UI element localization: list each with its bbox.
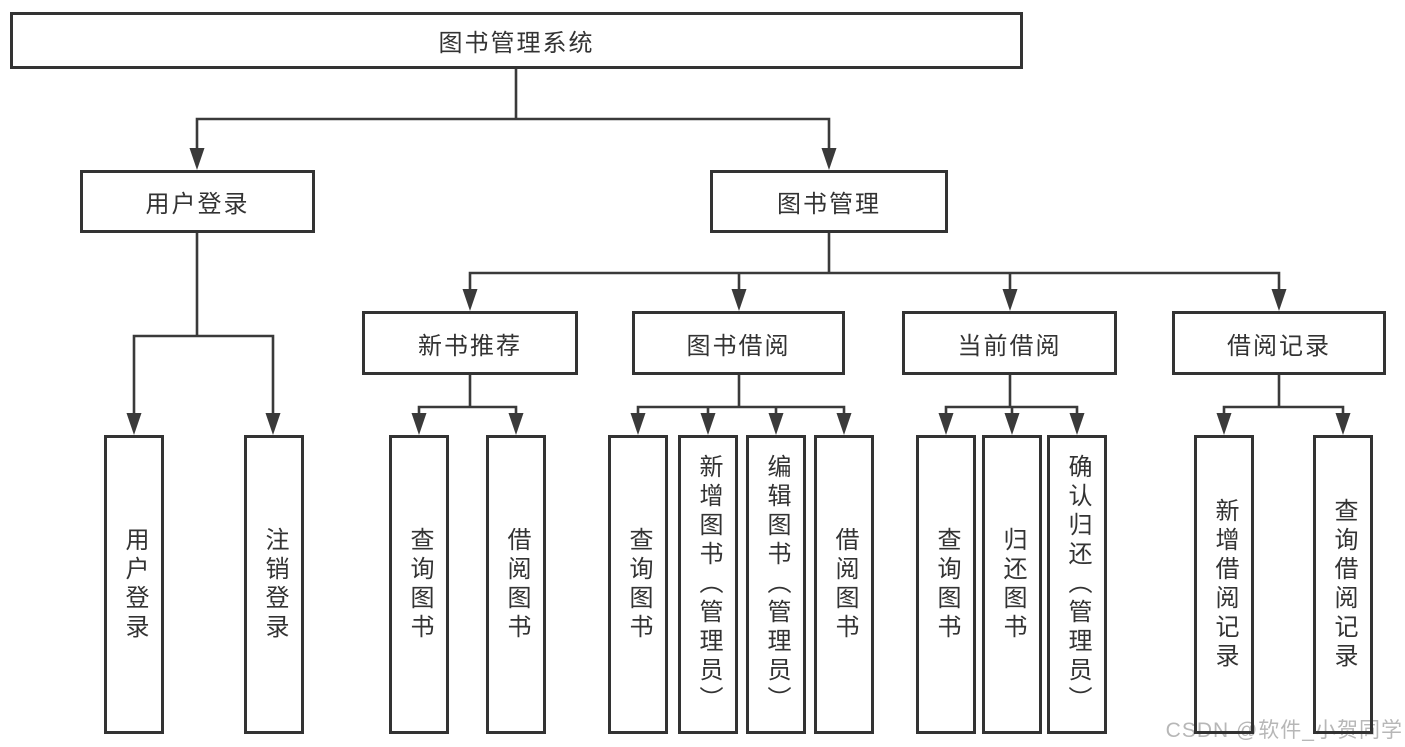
node-label: 当前借阅 [957,332,1062,360]
node-new-book-recommend: 新书推荐 [362,311,578,375]
leaf-query-books-recommend: 查询图书 [389,435,449,734]
node-borrow-records: 借阅记录 [1172,311,1386,375]
leaf-edit-books-admin: 编辑图书（管理员） [746,435,806,734]
leaf-logout: 注销登录 [244,435,304,734]
leaf-label: 查询图书 [933,526,960,643]
leaf-confirm-return-admin: 确认归还（管理员） [1047,435,1107,734]
leaf-query-books-current: 查询图书 [916,435,976,734]
leaf-label: 用户登录 [121,526,148,643]
leaf-label: 确认归还（管理员） [1064,454,1091,715]
leaf-borrow-books: 借阅图书 [814,435,874,734]
leaf-query-borrow-record: 查询借阅记录 [1313,435,1373,734]
node-label: 新书推荐 [418,332,522,360]
csdn-watermark: CSDN @软件_小贺同学 [1165,719,1403,742]
leaf-label: 借阅图书 [831,526,858,643]
leaf-label: 查询图书 [625,526,652,643]
node-library-management-system: 图书管理系统 [10,12,1023,69]
node-label: 图书管理 [777,191,881,218]
node-book-borrow: 图书借阅 [632,311,845,375]
leaf-label: 借阅图书 [503,526,530,643]
leaf-add-borrow-record: 新增借阅记录 [1194,435,1254,734]
leaf-label: 查询图书 [406,526,433,643]
node-label: 借阅记录 [1227,332,1331,360]
leaf-query-books-borrow: 查询图书 [608,435,668,734]
arrowheads [126,148,1351,435]
node-user-login: 用户登录 [80,170,315,233]
leaf-label: 编辑图书（管理员） [763,454,790,715]
node-label: 图书借阅 [686,332,791,360]
leaf-label: 新增借阅记录 [1211,497,1238,672]
node-label: 用户登录 [145,191,250,218]
leaf-label: 查询借阅记录 [1330,497,1357,672]
leaf-borrow-books-recommend: 借阅图书 [486,435,546,734]
node-label: 图书管理系统 [438,30,595,57]
leaf-return-books: 归还图书 [982,435,1042,734]
leaf-add-books-admin: 新增图书（管理员） [678,435,738,734]
leaf-label: 注销登录 [261,526,288,643]
leaf-label: 新增图书（管理员） [695,454,722,715]
node-book-management: 图书管理 [710,170,948,233]
node-current-borrow: 当前借阅 [902,311,1117,375]
leaf-label: 归还图书 [999,526,1026,643]
leaf-user-login: 用户登录 [104,435,164,734]
